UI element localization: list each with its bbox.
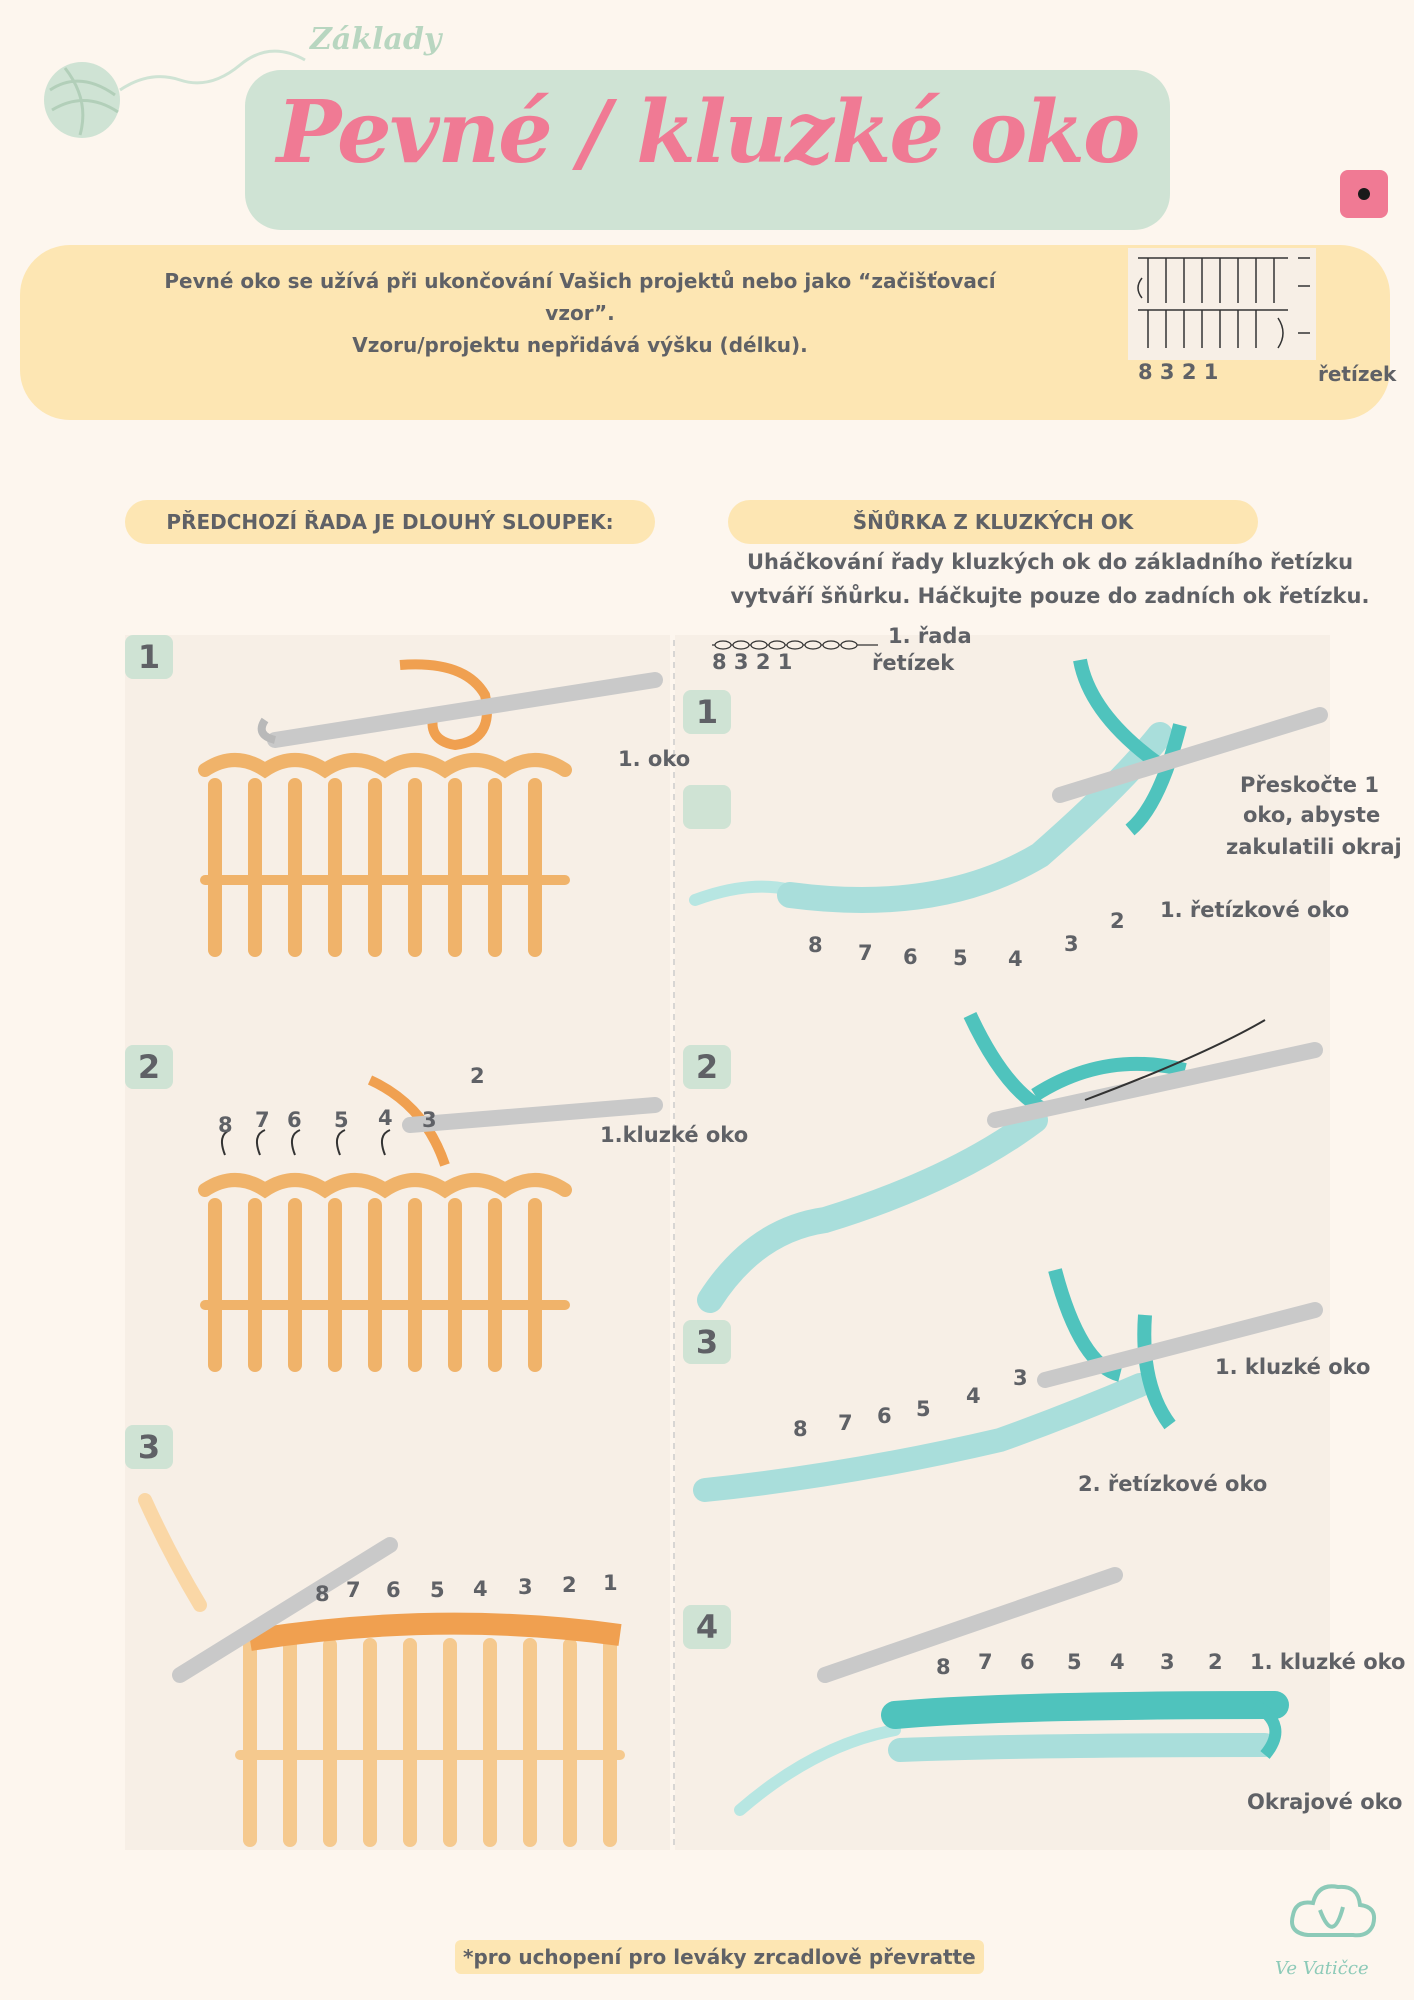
label-left-1-oko: 1. oko (618, 747, 691, 771)
step-number-right-2: 2 (683, 1045, 731, 1089)
label-right-1-retizkove: 1. řetízkové oko (1160, 898, 1350, 922)
label-right-4-4: 4 (1110, 1650, 1125, 1674)
label-left-2-2: 2 (470, 1064, 485, 1088)
mini-chart-numbers: 8 3 2 1 (712, 650, 793, 674)
label-right-1-5: 5 (953, 946, 968, 970)
step-number-left-3: 3 (125, 1425, 173, 1469)
fabric-illustration-left-1 (198, 659, 663, 957)
label-left-3-2: 2 (562, 1573, 577, 1597)
label-right-1-4: 4 (1008, 947, 1023, 971)
intro-line-2: Vzoru/projektu nepřidává výšku (délku). (352, 333, 808, 357)
step-number-right-3: 3 (683, 1320, 731, 1364)
title-banner (245, 70, 1170, 230)
label-left-2-kluzke: 1.kluzké oko (600, 1123, 749, 1147)
label-right-1-skip-3: zakulatili okraj (1226, 835, 1402, 859)
cord-illustration-right-3 (693, 1268, 1323, 1502)
chart-label: řetízek (1318, 362, 1397, 386)
label-left-3-8: 8 (315, 1582, 330, 1606)
label-left-2-6: 6 (287, 1108, 302, 1132)
label-right-4-8: 8 (936, 1655, 951, 1679)
label-left-2-4: 4 (378, 1106, 393, 1130)
label-left-2-5: 5 (334, 1108, 349, 1132)
label-left-3-3: 3 (518, 1575, 533, 1599)
label-left-3-7: 7 (346, 1578, 361, 1602)
label-right-3-3: 3 (1013, 1366, 1028, 1390)
cloud-logo-icon (1290, 1884, 1377, 1938)
step-number-right-1: 1 (683, 690, 731, 734)
mini-chart-row-label: 1. řada (888, 624, 972, 648)
label-right-1-3: 3 (1064, 932, 1079, 956)
label-right-4-okrajove: Okrajové oko (1247, 1790, 1403, 1814)
label-left-2-7: 7 (255, 1108, 270, 1132)
label-right-3-5: 5 (916, 1397, 931, 1421)
label-right-1-2: 2 (1110, 909, 1125, 933)
label-right-3-6: 6 (877, 1404, 892, 1428)
mini-chain-chart (712, 640, 878, 650)
cord-illustration-right-1 (689, 658, 1328, 913)
step-number-right-4: 4 (683, 1605, 731, 1649)
label-right-1-skip-2: oko, abyste (1243, 803, 1381, 827)
label-right-1-skip-1: Přeskočte 1 (1240, 773, 1379, 797)
label-right-4-3: 3 (1160, 1650, 1175, 1674)
right-subtitle: Uháčkování řady kluzkých ok do základníh… (720, 545, 1380, 613)
right-subtitle-2: vytváří šňůrku. Háčkujte pouze do zadníc… (730, 584, 1370, 608)
cord-illustration-right-4 (734, 1567, 1289, 1816)
footer-note: *pro uchopení pro leváky zrcadlově převr… (455, 1940, 984, 1974)
label-right-3-kluzke: 1. kluzké oko (1215, 1355, 1371, 1379)
section-kicker: Základy (310, 22, 442, 57)
label-right-1-6: 6 (903, 945, 918, 969)
stitch-chart-graphic (1137, 257, 1310, 349)
label-left-2-3: 3 (422, 1108, 437, 1132)
label-right-4-7: 7 (978, 1650, 993, 1674)
intro-line-1: Pevné oko se užívá při ukončování Vašich… (164, 269, 996, 325)
fabric-illustration-left-3 (138, 1493, 625, 1847)
label-left-3-5: 5 (430, 1578, 445, 1602)
label-right-4-6: 6 (1020, 1650, 1035, 1674)
label-right-4-2: 2 (1208, 1650, 1223, 1674)
fabric-illustration-left-2 (198, 1075, 663, 1372)
yarn-ball-icon (44, 49, 306, 138)
intro-text: Pevné oko se užívá při ukončování Vašich… (150, 265, 1010, 361)
cord-illustration-right-2 (697, 1012, 1323, 1313)
chart-numbers: 8 3 2 1 (1138, 360, 1219, 384)
label-right-3-8: 8 (793, 1417, 808, 1441)
step-number-left-1: 1 (125, 635, 173, 679)
label-right-4-kluzke: 1. kluzké oko (1250, 1650, 1406, 1674)
footer-logo-text: Ve Vatičce (1275, 1958, 1369, 1979)
left-heading: PŘEDCHOZÍ ŘADA JE DLOUHÝ SLOUPEK: (125, 500, 655, 544)
label-left-2-8: 8 (218, 1113, 233, 1137)
label-left-3-6: 6 (386, 1578, 401, 1602)
right-heading: ŠŇŮRKA Z KLUZKÝCH OK (728, 500, 1258, 544)
label-right-4-5: 5 (1067, 1650, 1082, 1674)
label-right-3-7: 7 (838, 1411, 853, 1435)
page-title: Pevné / kluzké oko (276, 82, 1141, 183)
label-left-3-4: 4 (473, 1577, 488, 1601)
right-subtitle-1: Uháčkování řady kluzkých ok do základníh… (746, 550, 1354, 574)
label-right-1-8: 8 (808, 933, 823, 957)
step-number-left-2: 2 (125, 1045, 173, 1089)
label-right-3-4: 4 (966, 1384, 981, 1408)
label-right-3-retizkove: 2. řetízkové oko (1078, 1472, 1268, 1496)
panel-divider (673, 640, 675, 1850)
step-number-right-1-extra (683, 785, 731, 829)
label-left-3-1: 1 (603, 1571, 618, 1595)
mini-chart-chain-label: řetízek (872, 651, 955, 675)
stitch-chart (1128, 248, 1316, 360)
dot-icon (1358, 188, 1370, 200)
label-right-1-7: 7 (858, 941, 873, 965)
